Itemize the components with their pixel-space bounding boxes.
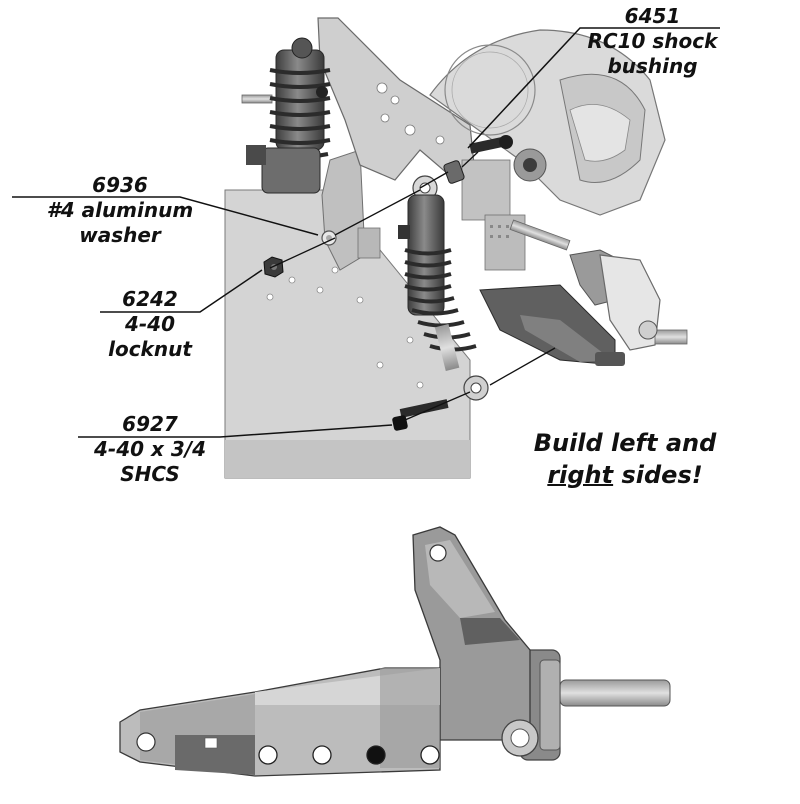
assembly-guide-lines (269, 151, 556, 421)
part-desc-line2: SHCS (120, 462, 180, 486)
chassis-illustration (12, 17, 720, 479)
part-number: 6927 (122, 412, 178, 436)
build-note-line1: Build left and (533, 429, 717, 457)
callout-6927: 6927 4-40 x 3/4 SHCS (75, 412, 225, 487)
part-number: 6936 (92, 173, 148, 197)
callout-6242: 6242 4-40 locknut (95, 287, 205, 362)
rear-shock (241, 37, 331, 194)
callout-6451: 6451 RC10 shock bushing (585, 4, 720, 79)
part-desc-line2: washer (79, 223, 161, 247)
arm-hole (420, 745, 440, 765)
bulkhead-block (357, 227, 381, 259)
transmission (429, 29, 666, 271)
build-note-emphasis: right (547, 461, 614, 489)
front-shock (398, 175, 489, 401)
chassis-bottom-edge (225, 440, 470, 478)
part-desc-line1: #4 aluminum (46, 198, 194, 222)
arm-hole (258, 745, 278, 765)
hardware-6451-bushing (443, 135, 513, 184)
plate-holes (266, 266, 424, 389)
part-desc-line1: 4-40 (124, 312, 176, 336)
front-arm-area (479, 219, 688, 366)
hardware-6927-shcs (392, 399, 449, 431)
tower-holes (376, 82, 445, 145)
part-desc-line1: RC10 shock (587, 29, 718, 53)
arm-detail-illustration (119, 526, 671, 777)
build-note-line2: right sides! (515, 459, 735, 491)
part-number: 6451 (624, 4, 681, 28)
build-note-suffix: sides! (613, 461, 703, 489)
part-number: 6242 (122, 287, 178, 311)
callout-6936: 6936 #4 aluminum washer (40, 173, 200, 248)
part-desc-line2: locknut (108, 337, 192, 361)
build-note: Build left and right sides! (515, 427, 735, 491)
leader-lines (12, 27, 720, 438)
arm-hole-row (258, 745, 440, 765)
part-desc-line2: bushing (607, 54, 698, 78)
part-desc-line1: 4-40 x 3/4 (93, 437, 206, 461)
arm-hole-selected (366, 745, 386, 765)
arm-hole (312, 745, 332, 765)
